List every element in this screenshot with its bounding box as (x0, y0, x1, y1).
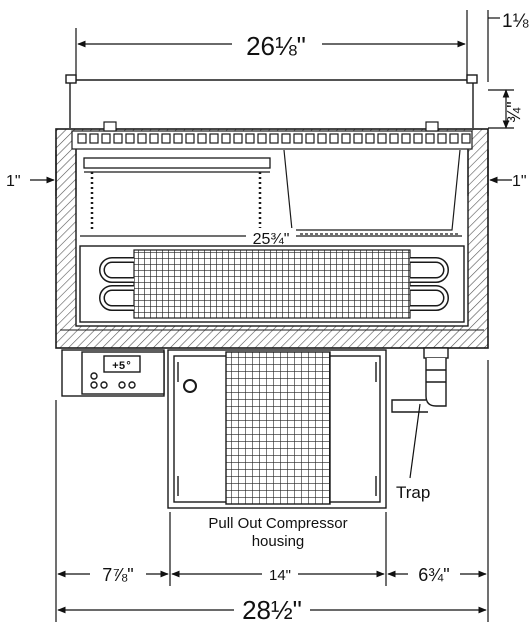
rim-perforation (89, 133, 99, 144)
right-height-dimension (488, 89, 514, 129)
rim-perforation (377, 133, 387, 144)
compressor-label-line1: Pull Out Compressor (208, 515, 347, 532)
rim-perforation (149, 133, 159, 144)
right-wall-label: 1" (512, 173, 527, 190)
rim-perforation (281, 133, 291, 144)
rim-perforation (269, 133, 279, 144)
rim-perforation (293, 133, 303, 144)
right-height-label: ¾" (504, 101, 524, 122)
rim-perforation (197, 133, 207, 144)
rim-perforation (341, 133, 351, 144)
rim-perforation (161, 133, 171, 144)
rim-perforation (329, 133, 339, 144)
rim-perforation (449, 133, 459, 144)
temperature-controller (61, 349, 165, 397)
rim-perforation (173, 133, 183, 144)
inner-width-label: 25¾" (253, 231, 290, 248)
rim-perforation (401, 133, 411, 144)
rim-perforation (461, 133, 471, 144)
rim-perforation (113, 133, 123, 144)
rim-perforation (245, 133, 255, 144)
controller-display: +5° (112, 361, 132, 373)
rim-perforation (425, 133, 435, 144)
left-wall-label: 1" (6, 173, 21, 190)
bottom-right-label: 6¾" (418, 565, 449, 585)
bottom-left-label: 7⅞" (102, 565, 133, 585)
bottom-center-label: 14" (269, 567, 291, 584)
rim-perforation (101, 133, 111, 144)
rim-perforation (233, 133, 243, 144)
rim-perforation (305, 133, 315, 144)
wall-dimensions (30, 150, 512, 196)
drain-trap (391, 347, 449, 413)
rim-perforation (209, 133, 219, 144)
trap-leader-line (409, 403, 421, 479)
rim-perforation (413, 133, 423, 144)
trap-label: Trap (396, 483, 430, 502)
food-pan-right (283, 149, 461, 235)
top-width-label: 26⅛" (246, 31, 306, 61)
top-rim (71, 121, 473, 150)
compressor-label-line2: housing (252, 533, 305, 550)
overall-width-label: 28½" (242, 595, 302, 625)
rim-perforation (125, 133, 135, 144)
rim-perforation (389, 133, 399, 144)
rim-perforation (257, 133, 267, 144)
rim-perforation (137, 133, 147, 144)
top-rails (65, 74, 478, 128)
rim-perforation (317, 133, 327, 144)
rim-perforation (185, 133, 195, 144)
evaporator-coil (79, 245, 465, 323)
rim-perforation (437, 133, 447, 144)
food-pan-left (83, 157, 271, 230)
top-right-offset-label: 1⅛" (502, 11, 529, 32)
rim-perforation (365, 133, 375, 144)
rim-perforation (221, 133, 231, 144)
rim-perforation (353, 133, 363, 144)
rim-perforation (77, 133, 87, 144)
compressor-housing (167, 349, 387, 509)
bottom-dimension-lines (55, 360, 489, 622)
